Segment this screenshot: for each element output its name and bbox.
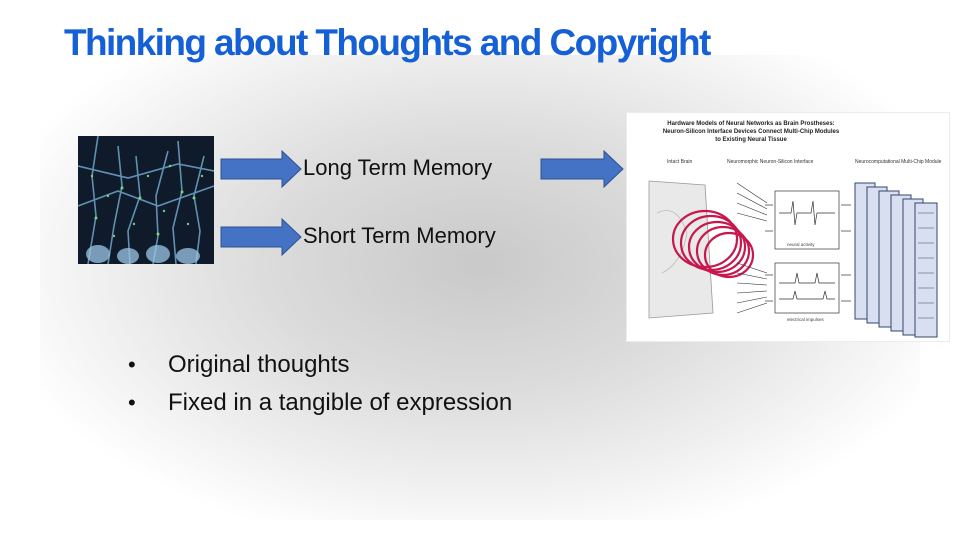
long-term-memory-label: Long Term Memory — [303, 155, 493, 180]
arrow-right-icon — [220, 150, 302, 188]
neuron-microscopy-image — [78, 136, 214, 264]
diagram-heading-line: to Existing Neural Tissue — [715, 137, 787, 143]
bullet-text: Fixed in a tangible of expression — [168, 389, 513, 416]
diagram-column-label: Neuromorphic Neuron-Silicon Interface — [727, 159, 814, 165]
diagram-trace-label: electrical impulses — [787, 317, 825, 322]
arrow-right-icon — [220, 218, 302, 256]
bullet-text: Original thoughts — [168, 351, 350, 378]
arrow-right-icon — [540, 150, 624, 188]
neural-prosthesis-diagram: Hardware Models of Neural Networks as Br… — [626, 112, 950, 342]
bullet-icon: • — [128, 352, 136, 377]
bullet-list: • Original thoughts • Fixed in a tangibl… — [124, 346, 512, 422]
bullet-icon: • — [128, 390, 136, 415]
diagram-column-label: Intact Brain — [667, 159, 693, 165]
diagram-column-label: Neurocomputational Multi-Chip Module — [855, 159, 942, 165]
diagram-trace-label: neural activity — [787, 242, 815, 247]
bullet-item: • Fixed in a tangible of expression — [124, 384, 512, 422]
slide-title: Thinking about Thoughts and Copyright — [64, 22, 711, 63]
bullet-item: • Original thoughts — [124, 346, 512, 384]
diagram-heading-line: Hardware Models of Neural Networks as Br… — [667, 121, 834, 127]
diagram-heading-line: Neuron-Silicon Interface Devices Connect… — [663, 129, 840, 135]
short-term-memory-label: Short Term Memory — [303, 223, 496, 248]
